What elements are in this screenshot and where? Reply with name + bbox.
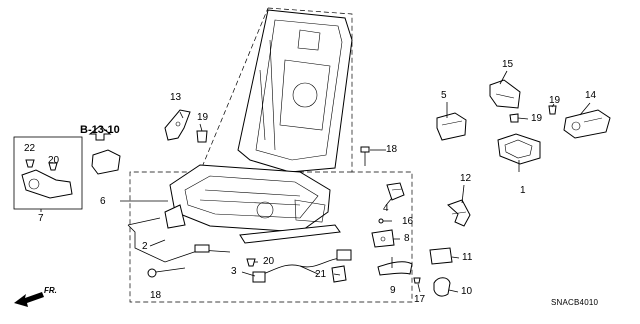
connector-part-21 (331, 265, 347, 283)
callout-19-mid: 19 (531, 113, 543, 124)
reference-label: B-13-10 (80, 124, 120, 136)
callout-6: 6 (100, 196, 106, 207)
callout-22: 22 (24, 143, 36, 154)
trim-part-14 (563, 109, 611, 139)
callout-13: 13 (170, 92, 182, 103)
diagram-code: SNACB4010 (551, 298, 599, 307)
bracket-part-13 (164, 109, 191, 141)
seat-cushion-frame (169, 164, 331, 233)
seat-rail (164, 204, 341, 244)
screw-part-17 (413, 277, 421, 284)
cover-part-5 (436, 112, 467, 141)
callout-11: 11 (462, 252, 473, 263)
screw-part-19-mid (509, 113, 519, 123)
callout-16: 16 (402, 216, 414, 227)
cover-part-11 (429, 247, 453, 265)
callout-4: 4 (383, 203, 389, 214)
cap-part-10 (433, 277, 451, 297)
callout-1: 1 (520, 185, 526, 196)
bracket-part-8 (371, 229, 395, 248)
callout-5: 5 (441, 90, 447, 101)
cable-part-2 (127, 217, 231, 263)
leader-lines (40, 70, 591, 293)
callout-18-upper: 18 (386, 144, 398, 155)
callout-17: 17 (414, 294, 426, 305)
clip-part-20-lower (246, 258, 256, 267)
front-direction-arrow (14, 292, 44, 307)
bracket-part-4 (386, 182, 405, 201)
callout-18-lower: 18 (150, 290, 162, 301)
screw-part-19-right (548, 105, 557, 115)
callout-12: 12 (460, 173, 472, 184)
callout-2: 2 (142, 241, 148, 252)
handle-part-9 (377, 261, 413, 276)
callout-20-inset: 20 (48, 155, 60, 166)
screw-part-19-left (196, 130, 208, 143)
reference-block (88, 125, 121, 175)
cover-part-1 (497, 133, 541, 165)
callout-19-left: 19 (197, 112, 209, 123)
callout-10: 10 (461, 286, 473, 297)
callout-21: 21 (315, 269, 327, 280)
bracket-part-12 (447, 199, 471, 227)
callout-9: 9 (390, 285, 396, 296)
trim-part-15 (489, 79, 521, 109)
callout-20-lower: 20 (263, 256, 275, 267)
front-direction-label: FR. (44, 286, 57, 295)
callout-8: 8 (404, 233, 410, 244)
seatback-frame (237, 9, 353, 173)
callout-14: 14 (585, 90, 597, 101)
callout-7: 7 (38, 213, 44, 224)
bolt-part-18-lower (147, 267, 186, 278)
callout-19-right: 19 (549, 95, 561, 106)
callout-15: 15 (502, 59, 514, 70)
callout-3: 3 (231, 266, 237, 277)
screw-part-16 (378, 218, 392, 224)
bolt-part-18-upper (360, 146, 370, 166)
harness-part-3 (252, 249, 352, 283)
inset-box-part-7 (13, 136, 83, 210)
